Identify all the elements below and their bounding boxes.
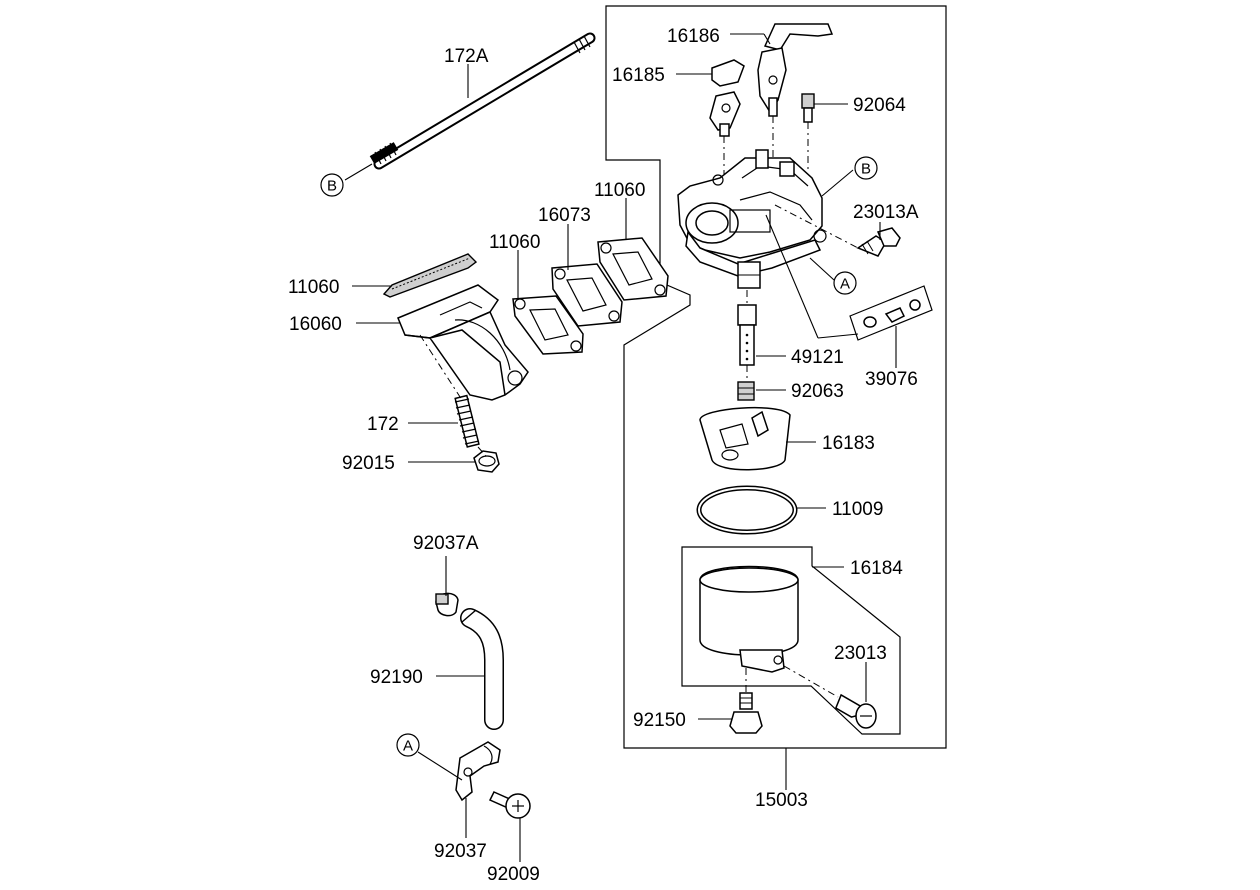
main-jet-92063 xyxy=(737,381,755,401)
stud-172 xyxy=(454,394,480,448)
label-92009: 92009 xyxy=(487,864,540,885)
ref-a-left-letter: A xyxy=(403,738,413,755)
part-labels: 172A 16186 16185 92064 23013A 11060 1607… xyxy=(288,26,919,885)
clamp-92037A xyxy=(435,592,459,617)
hose-92190 xyxy=(460,608,504,730)
bolt-92009 xyxy=(488,791,531,819)
ref-marker-b-right: B xyxy=(854,156,878,180)
throttle-lever-16185 xyxy=(709,59,745,137)
label-16060: 16060 xyxy=(289,314,342,335)
label-92064: 92064 xyxy=(853,95,906,116)
label-92190: 92190 xyxy=(370,667,423,688)
float-bowl-16184 xyxy=(699,565,799,673)
ref-marker-b-left: B xyxy=(320,173,344,197)
ref-marker-a-left: A xyxy=(396,733,420,757)
nut-92015 xyxy=(473,450,500,473)
label-15003: 15003 xyxy=(755,790,808,811)
float-16183 xyxy=(699,406,791,471)
label-49121: 49121 xyxy=(791,347,844,368)
label-23013A: 23013A xyxy=(853,202,919,223)
gasket-11060-thin xyxy=(382,253,478,298)
carburetor-body xyxy=(677,149,827,289)
emulsion-tube-49121 xyxy=(737,304,757,366)
gasket-11060-left xyxy=(512,295,584,355)
label-11009: 11009 xyxy=(832,499,883,520)
label-92037: 92037 xyxy=(434,841,487,862)
label-23013: 23013 xyxy=(834,643,887,664)
label-39076: 39076 xyxy=(865,369,918,390)
insulator-16060 xyxy=(397,284,529,401)
label-16184: 16184 xyxy=(850,558,903,579)
label-11060-left: 11060 xyxy=(288,277,339,298)
clamp-92037 xyxy=(455,741,501,802)
screw-92064 xyxy=(801,93,815,123)
leader-lines xyxy=(344,33,897,862)
label-92015: 92015 xyxy=(342,453,395,474)
ref-marker-a-right: A xyxy=(833,271,857,295)
screw-23013A xyxy=(856,227,901,257)
label-16183: 16183 xyxy=(822,433,875,454)
choke-lever-16186 xyxy=(757,23,834,117)
ref-a-right-letter: A xyxy=(840,276,850,293)
assembly-frame-15003 xyxy=(605,5,947,749)
jet-kit-39076 xyxy=(849,285,933,341)
label-92150: 92150 xyxy=(633,710,686,731)
ref-b-right-letter: B xyxy=(861,161,871,178)
label-172: 172 xyxy=(367,414,399,435)
label-92037A: 92037A xyxy=(413,533,479,554)
gasket-16073 xyxy=(551,263,623,327)
label-16186: 16186 xyxy=(667,26,720,47)
screw-23013 xyxy=(834,693,877,729)
sub-frame-16184 xyxy=(681,546,901,735)
drain-bolt-92150 xyxy=(729,692,763,734)
stud-172A xyxy=(369,32,596,170)
label-172A: 172A xyxy=(444,46,489,67)
ref-b-left-letter: B xyxy=(327,178,337,195)
label-11060-top: 11060 xyxy=(594,180,645,201)
label-11060-mid: 11060 xyxy=(489,232,540,253)
label-16073: 16073 xyxy=(538,205,591,226)
label-16185: 16185 xyxy=(612,65,665,86)
gasket-11060-right xyxy=(597,237,669,301)
label-92063: 92063 xyxy=(791,381,844,402)
oring-11009 xyxy=(696,485,798,535)
